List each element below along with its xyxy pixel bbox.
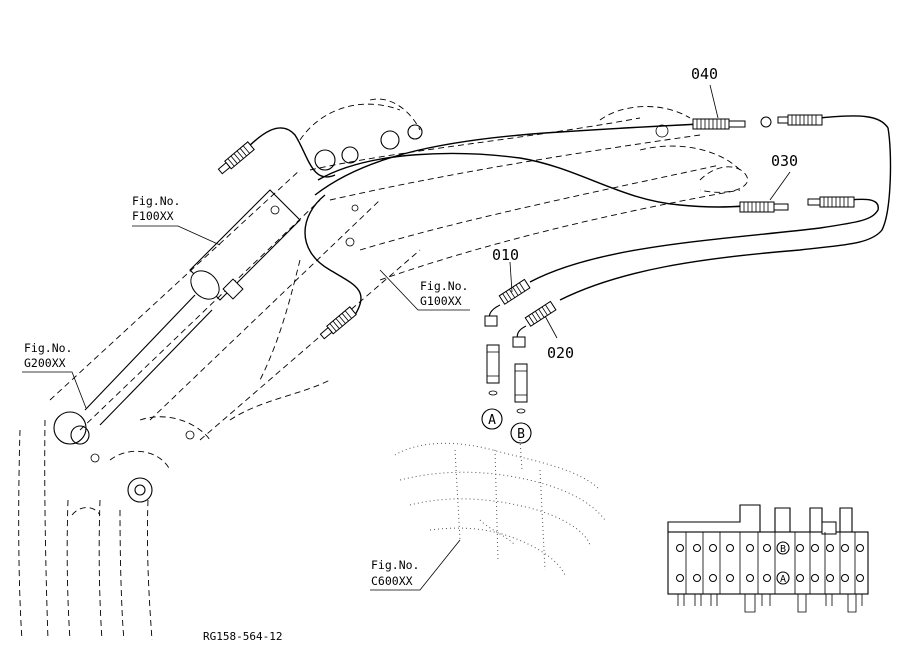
marker-a: A — [481, 408, 503, 430]
figref-g100-line2: G100XX — [420, 294, 462, 308]
figref-g100-line1: Fig.No. — [420, 279, 468, 293]
schematic-port-a: A — [780, 574, 786, 585]
figref-g200-line2: G200XX — [24, 356, 66, 370]
marker-a-label: A — [488, 413, 496, 428]
marker-b: B — [510, 422, 532, 444]
figref-c600-line2: C600XX — [371, 574, 413, 588]
part-010-label: 010 — [492, 246, 519, 264]
figref-f100-line2: F100XX — [132, 209, 174, 223]
figref-g100[interactable]: Fig.No. G100XX — [420, 279, 468, 308]
cylinder — [84, 189, 301, 426]
figref-c600-line1: Fig.No. — [371, 558, 419, 572]
marker-b-label: B — [517, 427, 525, 442]
leader-lines — [22, 84, 791, 591]
figref-f100-line1: Fig.No. — [132, 194, 180, 208]
figref-g200[interactable]: Fig.No. G200XX — [24, 341, 72, 370]
valve-bank-schematic: B A — [667, 504, 869, 613]
hoses — [244, 115, 892, 316]
pin-bosses — [53, 124, 669, 503]
drawing-code: RG158-564-12 — [203, 630, 282, 643]
boom-arm-outline — [18, 98, 749, 641]
hose-fittings — [217, 114, 855, 348]
figref-f100[interactable]: Fig.No. F100XX — [132, 194, 180, 223]
valve-connectors — [486, 344, 528, 414]
control-valve-faint — [394, 439, 606, 576]
part-030-label: 030 — [771, 152, 798, 170]
figref-g200-line1: Fig.No. — [24, 341, 72, 355]
part-020-label: 020 — [547, 344, 574, 362]
figref-c600[interactable]: Fig.No. C600XX — [371, 558, 419, 588]
part-040-label: 040 — [691, 65, 718, 83]
schematic-port-b: B — [780, 544, 786, 555]
